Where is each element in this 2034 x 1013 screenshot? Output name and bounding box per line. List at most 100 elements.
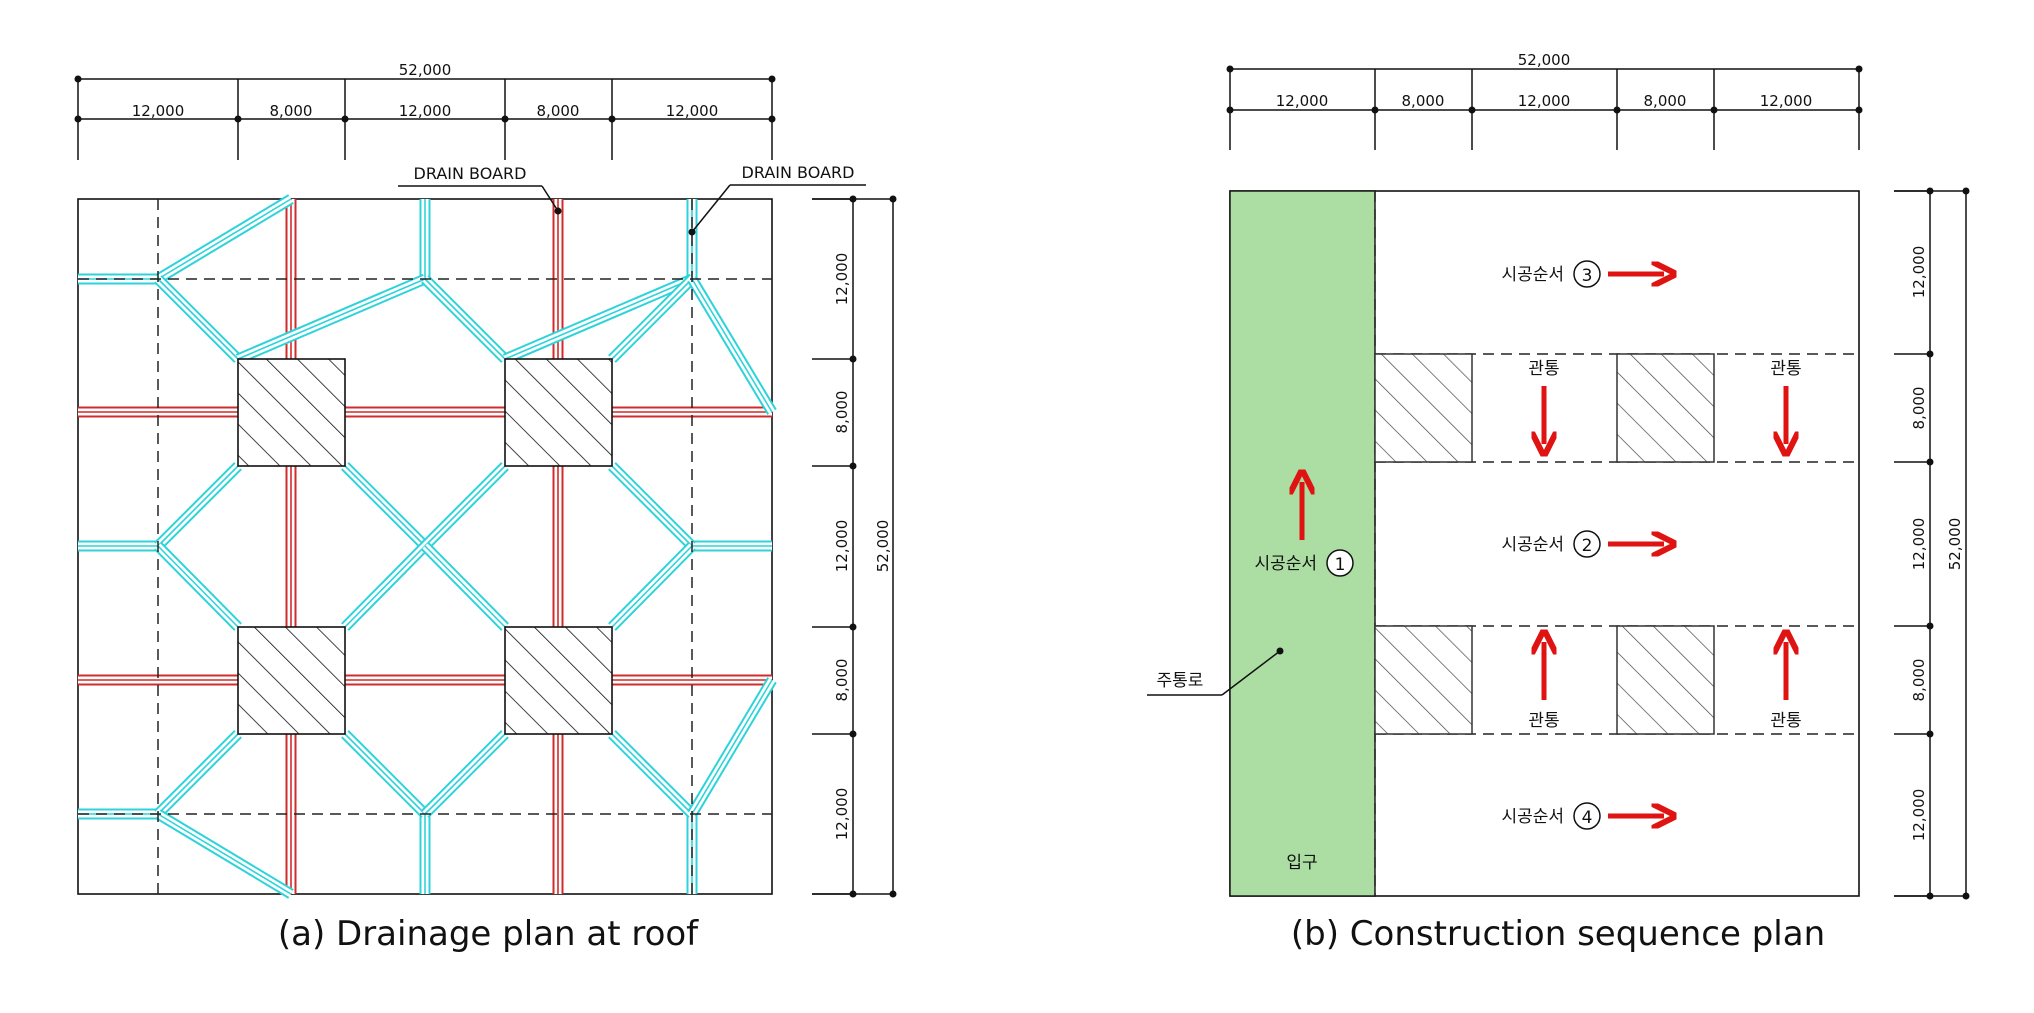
plan-a-seg-1: 12,000 (132, 102, 185, 120)
plan-b-seq-1: 시공순서 1 (1254, 482, 1354, 577)
plan-b-seg-4: 8,000 (1644, 92, 1687, 110)
dim-dot (1710, 106, 1718, 114)
plan-b-seq-2: 시공순서 2 (1501, 530, 1664, 558)
drain-cyan-28-core (691, 679, 773, 815)
drain-cyan-21-core (157, 733, 239, 815)
plan-a-callout-2-text: DRAIN BOARD (742, 163, 855, 182)
drain-cyan-26-core (611, 278, 693, 360)
drain-cyan-10-core (237, 278, 426, 360)
drain-cyan-12-core (504, 278, 693, 360)
plan-b-rseg-2: 8,000 (1910, 387, 1928, 430)
plan-b-core-3 (1374, 625, 1473, 735)
dim-dot (608, 115, 616, 123)
plan-b-caption: (b) Construction sequence plan (1291, 914, 1825, 954)
drain-cyan-20-core (611, 545, 693, 628)
dim-dot (1468, 106, 1476, 114)
plan-a-drain-network (78, 194, 777, 899)
seq-2-circle (1573, 530, 1601, 558)
drain-cyan-17-core (157, 465, 239, 547)
plan-b-pass-2: 관통 (1770, 359, 1802, 444)
plan-a-callout-1: DRAIN BOARD (398, 164, 562, 215)
seq-4-label: 시공순서 (1501, 807, 1564, 827)
dim-dot (74, 75, 82, 83)
drain-cyan-19-core (611, 465, 693, 547)
plan-b-main-road-callout: 주통로 (1147, 647, 1284, 696)
seq-3-label: 시공순서 (1501, 265, 1564, 285)
plan-a-callout-2: DRAIN BOARD (688, 163, 866, 236)
plan-a-core-3 (237, 626, 346, 735)
dim-dot (1613, 106, 1621, 114)
plan-b-total-dim: 52,000 (1518, 51, 1571, 69)
plan-a-core-1 (237, 358, 346, 467)
main-road-label: 주통로 (1157, 671, 1204, 691)
drain-cyan-13-core (344, 465, 426, 547)
plan-b-rseg-1: 12,000 (1910, 246, 1928, 299)
plan-a-right-dimensions: 12,000 8,000 12,000 8,000 12,000 52,000 (812, 195, 897, 898)
plan-b-rseg-4: 8,000 (1910, 659, 1928, 702)
dim-dot (1962, 187, 1970, 195)
drain-cyan-23-core (344, 733, 426, 815)
plan-b-seg-1: 12,000 (1276, 92, 1329, 110)
dim-dot (1855, 65, 1863, 73)
plan-b-seg-3: 12,000 (1518, 92, 1571, 110)
plan-b-seg-2: 8,000 (1402, 92, 1445, 110)
plan-b-top-dimensions: 52,000 12,000 8,000 12,000 8,000 12,000 (1226, 51, 1863, 150)
seq-3-number: 3 (1582, 266, 1593, 286)
plan-a-rseg-3: 12,000 (833, 520, 851, 573)
seq-1-label: 시공순서 (1254, 554, 1317, 574)
plan-b-seq-4: 시공순서 4 (1501, 802, 1664, 830)
drain-cyan-15-core (344, 545, 426, 628)
dim-dot (1226, 106, 1234, 114)
seq-1-circle (1326, 549, 1354, 577)
plan-b-rseg-5: 12,000 (1910, 789, 1928, 842)
plan-a-dashed-lines (78, 199, 772, 894)
plan-a-seg-5: 12,000 (666, 102, 719, 120)
dim-dot (849, 462, 857, 470)
dim-dot (1926, 187, 1934, 195)
dim-dot (341, 115, 349, 123)
pass-4-label: 관통 (1770, 711, 1801, 731)
plan-b: 52,000 12,000 8,000 12,000 8,000 12,000 … (1147, 51, 1970, 954)
plan-a-rseg-1: 12,000 (833, 253, 851, 306)
plan-a-rseg-4: 8,000 (833, 659, 851, 702)
dim-dot (1926, 458, 1934, 466)
plan-a-total-dim: 52,000 (399, 61, 452, 79)
dim-dot (1926, 350, 1934, 358)
plan-a-core-2 (504, 358, 613, 467)
pass-2-label: 관통 (1770, 359, 1801, 379)
drain-cyan-25-core (611, 733, 693, 815)
seq-2-label: 시공순서 (1501, 535, 1564, 555)
seq-4-number: 4 (1582, 808, 1593, 828)
entrance-label: 입구 (1286, 853, 1317, 873)
drain-cyan-27-core (691, 278, 773, 413)
dim-dot (501, 115, 509, 123)
dim-dot (849, 890, 857, 898)
dim-dot (889, 890, 897, 898)
dim-dot (1371, 106, 1379, 114)
dim-dot (849, 355, 857, 363)
pass-3-label: 관통 (1528, 711, 1559, 731)
seq-2-number: 2 (1582, 536, 1593, 556)
dim-dot (849, 195, 857, 203)
drain-cyan-16-core (424, 545, 506, 628)
dim-dot (768, 75, 776, 83)
drain-cyan-14-core (424, 465, 506, 547)
dim-dot (1226, 65, 1234, 73)
dim-dot (234, 115, 242, 123)
dim-dot (74, 115, 82, 123)
drain-cyan-18-core (157, 545, 239, 628)
plan-b-core-1 (1374, 353, 1473, 463)
dim-dot (1962, 892, 1970, 900)
dim-dot (889, 195, 897, 203)
seq-1-number: 1 (1335, 555, 1346, 575)
pass-1-label: 관통 (1528, 359, 1559, 379)
plan-a-total-dim-right: 52,000 (874, 520, 892, 573)
plan-b-seq-3: 시공순서 3 (1501, 260, 1664, 288)
plan-a-callout-1-text: DRAIN BOARD (414, 164, 527, 183)
plan-b-seg-5: 12,000 (1760, 92, 1813, 110)
plan-b-core-4 (1616, 625, 1715, 735)
dim-dot (1926, 622, 1934, 630)
drain-cyan-24-core (424, 733, 506, 815)
